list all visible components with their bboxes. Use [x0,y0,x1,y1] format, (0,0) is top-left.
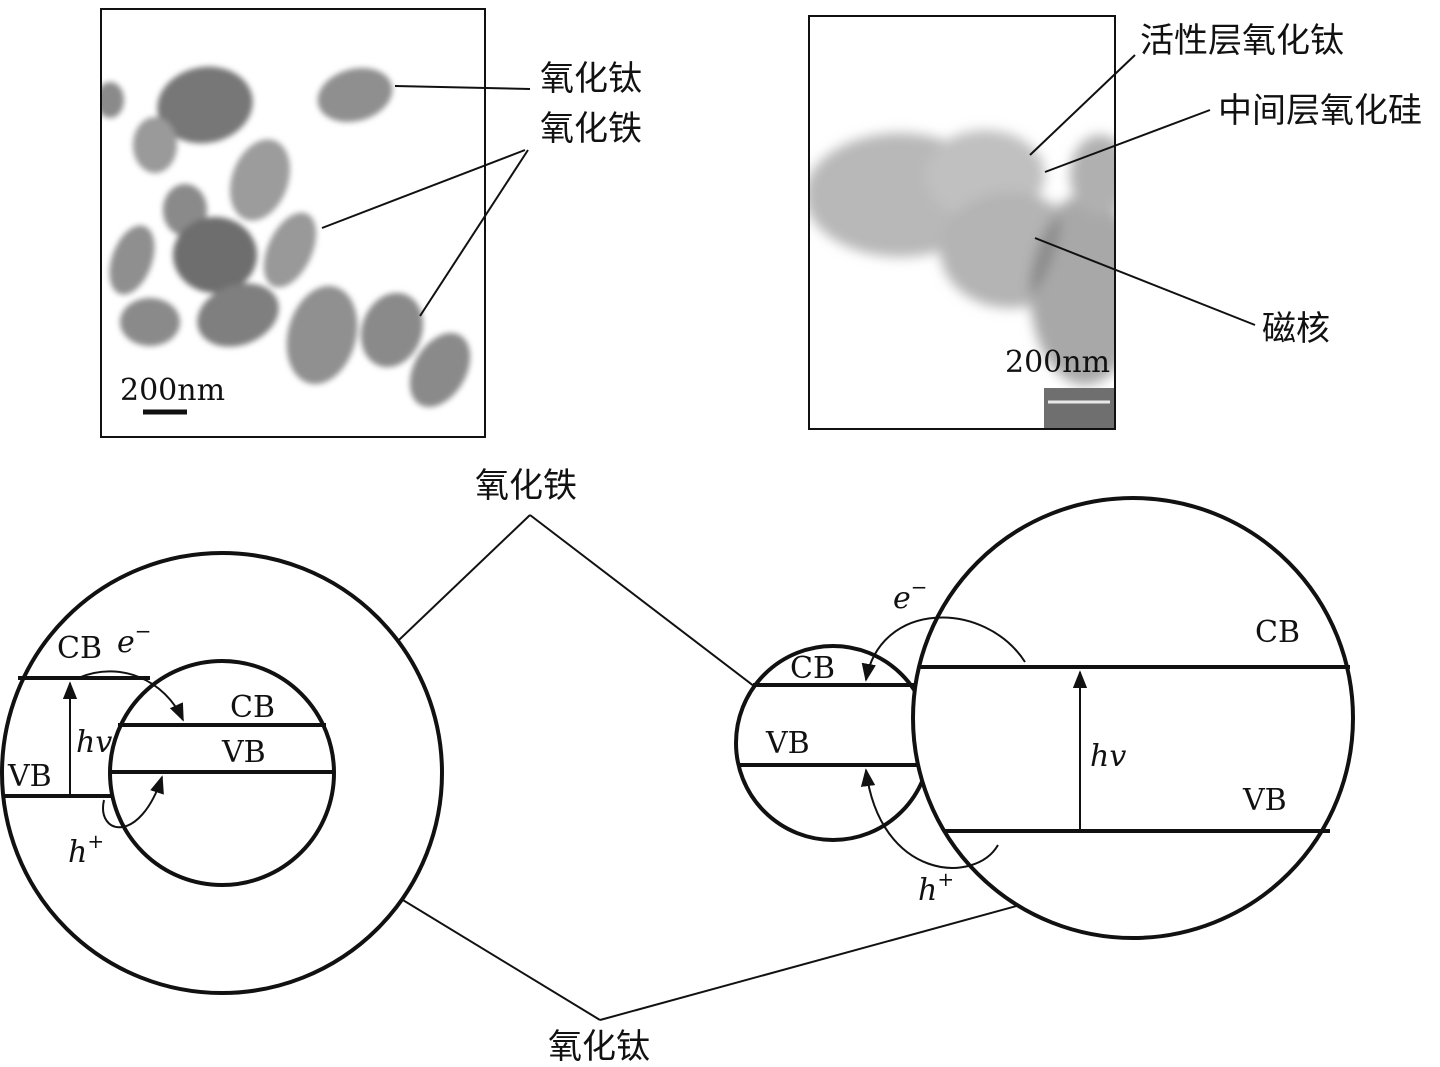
micrograph-left-particles [102,66,471,407]
leader-fe2o3-left-b [419,149,529,317]
micrograph-right-scale-block [1044,388,1114,428]
diagram-left-electron: e− [117,619,152,660]
leader-tio2-to-right [599,889,1076,1021]
micrograph-right: 200nm 活性层氧化钛 中间层氧化硅 磁核 [808,15,1422,430]
diagram-left-electron-arrow [77,670,184,722]
micrograph-right-scale-text: 200nm [1005,345,1110,380]
diagram-right-electron-arrow [861,616,1026,682]
diagram-right-heterojunction: CB VB CB VB e− h+ hv [734,496,1355,940]
diagram-left-inner-cb: CB [230,690,275,725]
micrograph-right-particles [810,130,1114,385]
diagram-right-large-circle [911,496,1355,940]
label-tio2-diagram: 氧化钛 [548,1027,650,1067]
diagram-left-outer-cb: CB [57,631,102,666]
diagram-right-hole-arrow [860,768,999,869]
diagram-left-photon: hv [76,725,112,760]
label-fe2o3-diagram: 氧化铁 [475,466,577,506]
label-active-tio2: 活性层氧化钛 [1140,21,1344,61]
diagram-left-outer-vb: VB [7,759,52,794]
leader-fe2o3-to-right [529,514,781,707]
leader-middle-sio2 [1044,109,1211,173]
diagram-right-photon: hv [1090,739,1126,774]
diagram-right-electron: e− [893,575,928,616]
label-tio2-left: 氧化钛 [540,59,642,99]
micrograph-left: 200nm 氧化钛 氧化铁 [100,8,642,438]
label-magnetic-core: 磁核 [1262,309,1330,349]
leader-tio2-to-left [369,879,601,1021]
leader-tio2-left [394,85,531,90]
leader-fe2o3-left-a [321,149,526,229]
diagram-right-small-vb: VB [765,726,810,761]
diagram-right-large-vb: VB [1242,783,1287,818]
diagram-left-hole: h+ [68,829,104,870]
label-middle-sio2: 中间层氧化硅 [1218,91,1422,131]
leader-active-tio2 [1029,54,1136,156]
diagram-left-coreshell: CB VB CB VB e− h+ hv [0,551,444,995]
diagram-right-small-cb: CB [790,651,835,686]
diagram-left-inner-vb: VB [221,735,266,770]
leader-magnetic-core [1034,237,1256,326]
diagram-right-large-cb: CB [1255,615,1300,650]
micrograph-left-scale-text: 200nm [120,373,225,408]
diagram-right-hole: h+ [918,867,954,908]
diagram-left-hole-arrow [102,775,164,829]
label-fe2o3-left: 氧化铁 [540,109,642,149]
